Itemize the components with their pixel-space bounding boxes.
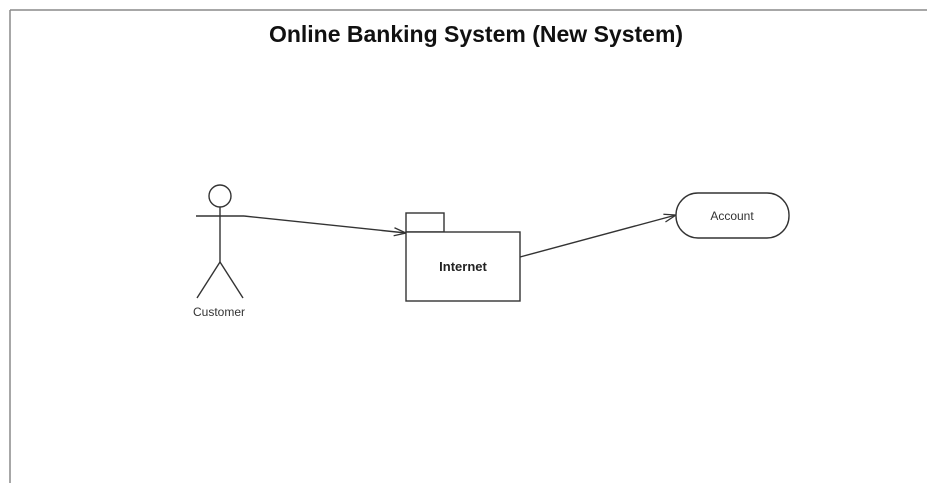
- package-body: [405, 231, 521, 302]
- actor-customer: Customer: [193, 184, 245, 319]
- package-internet: Internet: [405, 212, 521, 302]
- actor-stick-figure-icon: [196, 184, 244, 299]
- package-tab: [405, 212, 445, 233]
- diagram-frame: [9, 9, 927, 483]
- association-internet-to-account: [519, 215, 676, 258]
- use-case-label: Account: [710, 209, 754, 223]
- actor-right-leg: [219, 261, 244, 299]
- actor-head: [208, 184, 232, 208]
- package-label: Internet: [439, 259, 487, 274]
- actor-left-leg: [196, 261, 221, 299]
- use-case-shape: [675, 192, 790, 239]
- diagram-title: Online Banking System (New System): [269, 21, 683, 47]
- use-case-account: Account: [675, 192, 790, 239]
- actor-label: Customer: [193, 305, 245, 319]
- association-customer-to-internet: [243, 215, 406, 233]
